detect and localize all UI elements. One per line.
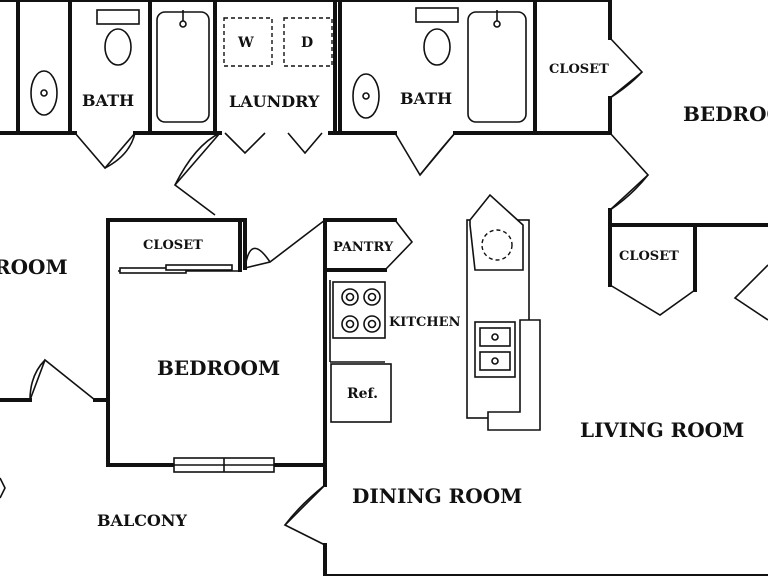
washer-label: W: [237, 35, 254, 51]
room-label-bath-left: BATH: [82, 91, 134, 110]
room-label-balcony: BALCONY: [97, 511, 187, 530]
room-label-room-left: ROOM: [0, 255, 68, 279]
room-label-closet-mid-right: CLOSET: [619, 249, 679, 264]
fixtures: [30, 7, 541, 473]
room-label-living-room: LIVING ROOM: [580, 418, 744, 442]
fridge-label: Ref.: [347, 386, 378, 402]
room-label-bedroom: BEDROOM: [157, 356, 280, 380]
room-label-bedroom-right: BEDROO: [683, 102, 768, 126]
room-label-pantry: PANTRY: [333, 240, 394, 255]
room-labels: BATH LAUNDRY W D BATH CLOSET BEDROO ROOM…: [0, 35, 768, 530]
room-label-closet-top-right: CLOSET: [549, 62, 609, 77]
room-label-closet-bedroom: CLOSET: [143, 238, 203, 253]
doors: [0, 37, 768, 546]
room-label-kitchen: KITCHEN: [389, 315, 461, 330]
dryer-label: D: [301, 35, 313, 51]
room-label-laundry: LAUNDRY: [229, 92, 320, 111]
room-label-dining-room: DINING ROOM: [352, 484, 522, 508]
room-label-bath-right: BATH: [400, 89, 452, 108]
